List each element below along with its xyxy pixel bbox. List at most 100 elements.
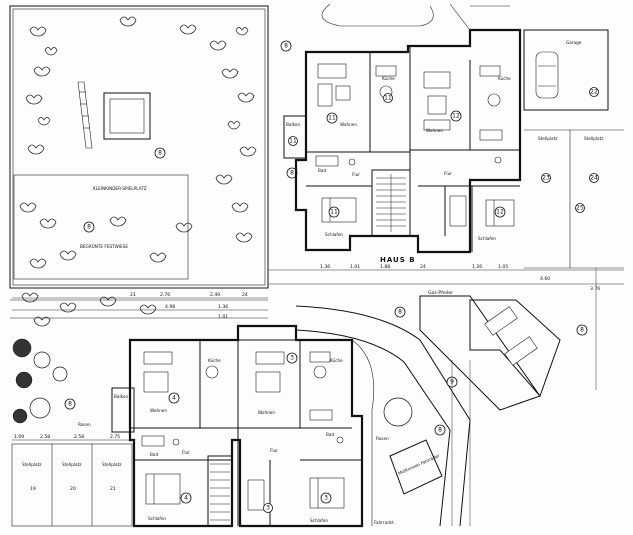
dim-label: 1.26 — [472, 264, 482, 270]
dim-label: 1.01 — [218, 314, 228, 320]
marker-label: 4 — [172, 395, 176, 402]
marker-label: 11 — [289, 138, 297, 145]
fahrrad-label: Fahrradst. — [374, 520, 395, 525]
marker-label: 12 — [452, 113, 460, 120]
marker-label: 8 — [398, 309, 402, 316]
dim-label: 2.76 — [160, 292, 170, 298]
wohnen-b-label: Wohnen — [340, 122, 357, 127]
play-area-label: KLEINKINDER-SPIELPLATZ — [93, 186, 147, 191]
dim-label: 1.09 — [14, 434, 24, 440]
garden-shrubs — [19, 16, 257, 269]
stellplatz-a1-label: Stellplatz — [22, 462, 42, 467]
entrance-path — [321, 3, 434, 27]
stellplatz-b2-label: Stellplatz — [584, 136, 604, 141]
rosen-right-label: Rosen — [376, 436, 389, 441]
lawn-label: BEGRÜNTE FESTWIESE — [80, 244, 128, 249]
access-road — [295, 305, 471, 527]
marker-label: 23 — [542, 175, 550, 182]
dim-label: 4.98 — [165, 304, 175, 310]
marker-label: 11 — [384, 95, 392, 102]
haus-b-title: HAUS B — [380, 256, 416, 264]
garden-area: KLEINKINDER-SPIELPLATZ BEGRÜNTE FESTWIES… — [9, 5, 269, 289]
kueche-a-label: Küche — [208, 358, 221, 363]
dim-label: 1.01 — [350, 264, 360, 270]
kueche2-b-label: Küche — [498, 76, 511, 81]
marker-label: 8 — [290, 170, 294, 177]
balkon-a — [111, 387, 135, 433]
flur-a-label: Flur — [182, 450, 190, 455]
marker-label: 25 — [576, 205, 584, 212]
wohnen2-a-label: Wohnen — [258, 410, 275, 415]
dim-label: 2.58 — [74, 434, 84, 440]
car-icon — [535, 51, 559, 99]
balkon-b — [283, 115, 307, 159]
stairwell-a — [207, 455, 233, 527]
dim-label: 24 — [420, 264, 426, 270]
dim-label: 1.88 — [380, 264, 390, 270]
dim-label: 2.75 — [110, 434, 120, 440]
marker-label: 8 — [158, 150, 162, 157]
marker-label: 8 — [438, 427, 442, 434]
flur2-b-label: Flur — [444, 171, 452, 176]
dim-label: 21 — [130, 292, 136, 298]
haus-a: Balkon — [111, 324, 364, 528]
strip-zone — [10, 287, 268, 327]
stellplatz-a3-label: Stellplatz — [102, 462, 122, 467]
stellplatz-num: 19 — [30, 486, 36, 492]
schlafen-a-label: Schlafen — [148, 516, 166, 521]
sandpit — [103, 92, 151, 140]
marker-label: 8 — [580, 327, 584, 334]
bed-b-right — [485, 199, 515, 227]
stellplatz-num: 20 — [70, 486, 76, 492]
dimension-lines: 21 2.76 2.49 24 4.98 1.36 1.01 1.36 1.01… — [12, 264, 624, 441]
dim-label: 2.49 — [210, 292, 220, 298]
wohnen-a-label: Wohnen — [150, 408, 167, 413]
kueche2-a-label: Küche — [330, 358, 343, 363]
dim-label: 24 — [242, 292, 248, 298]
marker-label: 3 — [266, 505, 270, 512]
marker-label: 8 — [284, 43, 288, 50]
dim-label: 2.58 — [40, 434, 50, 440]
wohnen2-b-label: Wohnen — [426, 128, 443, 133]
stellplatz-b-label: Stellplatz — [538, 136, 558, 141]
dim-label: 4.60 — [540, 276, 550, 282]
marker-label: 11 — [330, 209, 338, 216]
balkon-b-label: Balkon — [286, 122, 300, 127]
marker-label: 3 — [324, 495, 328, 502]
kueche-b-label: Küche — [382, 76, 395, 81]
stellplatz-num: 21 — [110, 486, 116, 492]
marker-label: 11 — [328, 115, 336, 122]
haus-b: Balkon 11 — [283, 28, 522, 264]
marker-label: 22 — [590, 89, 598, 96]
trees-left — [12, 338, 68, 424]
marker-label: 24 — [590, 175, 598, 182]
bed-a-left — [145, 473, 181, 505]
marker-label: 4 — [184, 495, 188, 502]
bad-a-label: Bad — [150, 452, 158, 457]
garage-label: Garage — [566, 40, 582, 45]
marker-label: 3 — [290, 355, 294, 362]
stellplatz-a2-label: Stellplatz — [62, 462, 82, 467]
garage-area: Garage 22 Stellplatz Stellplatz 23 24 25 — [523, 29, 624, 269]
schlafen2-a-label: Schlafen — [310, 518, 328, 523]
right-annex: Mülltonnen Fahrräder 8 8 9 8 Rosen Fahrr… — [374, 268, 597, 526]
flur-b-label: Flur — [352, 172, 360, 177]
dim-label: 1.36 — [218, 304, 228, 310]
dim-label: 1.05 — [498, 264, 508, 270]
tree-icon — [383, 397, 413, 427]
marker-label: 8 — [87, 224, 91, 231]
gas-label: Gas-Pfeiler — [428, 290, 453, 296]
flur2-a-label: Flur — [270, 448, 278, 453]
stairwell-b — [371, 169, 411, 237]
marker-label: 12 — [496, 209, 504, 216]
sw-parking: Stellplatz Stellplatz Stellplatz 19 20 2… — [11, 443, 133, 527]
bad-b-label: Bad — [318, 168, 326, 173]
dim-label: 1.36 — [320, 264, 330, 270]
bin-shed — [389, 439, 443, 495]
marker-label: 8 — [68, 401, 72, 408]
rosen-label: Rosen — [78, 422, 91, 427]
balkon-a-label: Balkon — [114, 394, 128, 399]
schlafen-b-label: Schlafen — [325, 232, 343, 237]
dim-label: 3.76 — [590, 286, 600, 292]
